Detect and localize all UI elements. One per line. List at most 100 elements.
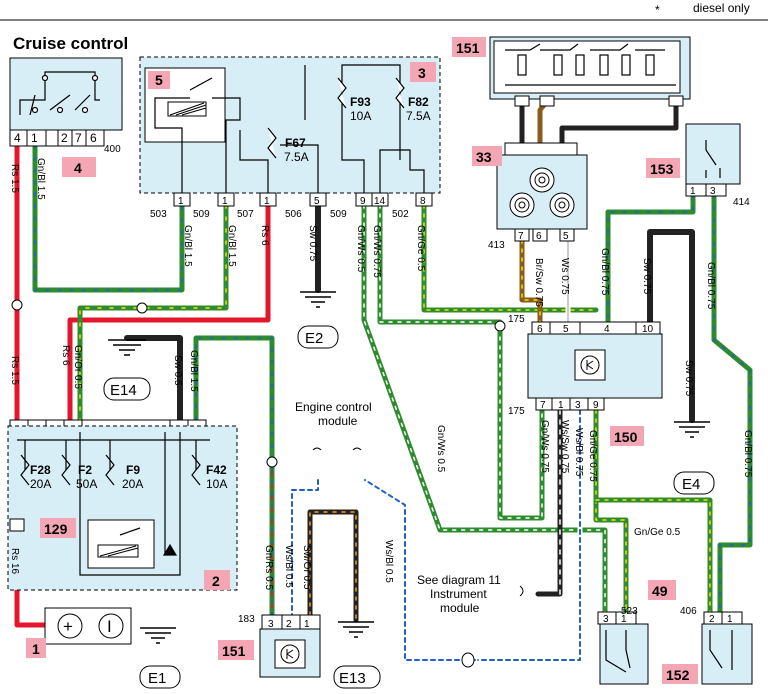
wire-ws075: Ws 0.75 (559, 258, 570, 295)
fuse-f82-rating: 7.5A (406, 109, 431, 123)
fuse-f28-id: F28 (30, 463, 51, 477)
c3-pin-1: 1 (178, 196, 184, 207)
c150-top-pin-2: 5 (563, 324, 569, 335)
c1-tag: 1 (32, 641, 40, 657)
legend-symbol: * (655, 3, 660, 17)
wire-sw075a: Sw 0.75 (307, 225, 318, 262)
c49-tag: 49 (652, 583, 668, 599)
c4-pin-2: 1 (31, 131, 38, 145)
c150-bot-pin-4: 9 (593, 400, 599, 411)
c150-bot-pin-1: 7 (540, 400, 546, 411)
c5-tag: 5 (155, 72, 163, 88)
switch-4: 4 1 2 7 6 400 4 (9, 57, 123, 177)
code-502: 502 (392, 209, 409, 220)
control-module-150: 6 5 4 10 175 7 1 3 9 175 150 (508, 314, 663, 446)
junctions (11, 299, 506, 468)
wire-gnbl15a: Gn/Bl 1.5 (35, 158, 46, 200)
c33-code: 413 (488, 240, 505, 251)
c4-pin-1: 4 (14, 131, 21, 145)
c33-pin-1: 7 (518, 231, 524, 242)
wire-rs16: Rs 16 (9, 548, 20, 575)
fuse-relay-unit-3: 5 3 F93 10A F82 7.5A F67 7.5A (139, 56, 441, 220)
wire-gnge075: Gn/Ge 0.75 (587, 430, 598, 482)
wire-gnor05: Gn/Or 0.5 (72, 345, 83, 389)
wire-gnws05b: Gn/Ws 0.5 (435, 425, 446, 473)
wire-gnws075b: Gn/Ws 0.75 (539, 420, 550, 473)
wire-gnws05a: Gn/Ws 0.5 (355, 225, 366, 273)
c152-pin-2: 1 (727, 614, 733, 625)
fuse-f93-rating: 10A (350, 109, 371, 123)
wire-rs6b: Rs 6 (60, 345, 71, 366)
c150-top-pin-1: 6 (537, 324, 543, 335)
c151a-tag: 151 (456, 40, 480, 56)
c3-tag: 3 (418, 65, 426, 81)
c150-code-bottom: 175 (508, 406, 525, 417)
c4-pin-5: 6 (90, 131, 97, 145)
fuse-f28-rating: 20A (30, 477, 51, 491)
c152-code: 406 (680, 606, 697, 617)
c150-top-pin-4: 10 (642, 324, 654, 335)
code-503: 503 (150, 209, 167, 220)
wire-wsbl05a: Ws/Bl 0.5 (283, 545, 294, 588)
wire-gnge05a: Gn/Ge 0.5 (415, 225, 426, 272)
c33-tag: 33 (476, 149, 492, 165)
wire-sw075c: Sw 0.75 (683, 360, 694, 397)
c3-pin-4: 5 (314, 196, 320, 207)
fuse-f93-id: F93 (350, 95, 371, 109)
c3-pin-5: 9 (360, 196, 366, 207)
c49-pin-2: 1 (621, 614, 627, 625)
c3-pin-7: 8 (420, 196, 426, 207)
ground-symbols (108, 291, 710, 644)
wire-wssw075: Ws/Sw 0.75 (559, 420, 570, 474)
wire-gnbl15d: Gn/Bl 1.5 (188, 350, 199, 392)
wire-swor05: Sw/Or 0.5 (301, 545, 312, 590)
c2-tag: 2 (212, 573, 220, 589)
switch-152: 2 1 406 152 (662, 606, 753, 685)
c153-tag: 153 (650, 161, 674, 177)
code-507: 507 (237, 209, 254, 220)
battery-minus: I (107, 617, 112, 636)
module-151-bottom: 3 2 1 183 151 (218, 614, 321, 678)
wire-gnbl075b: Gn/Bl 0.75 (705, 262, 716, 310)
fuse-f67-id: F67 (285, 136, 306, 150)
c150-bot-pin-2: 1 (558, 400, 564, 411)
c151b-code: 183 (238, 614, 255, 625)
c153-pin-1: 1 (690, 186, 696, 197)
fuse-f42-rating: 10A (206, 477, 227, 491)
ground-e4: E4 (682, 476, 700, 493)
c150-bot-pin-3: 3 (575, 400, 581, 411)
see-label-line2: Instrument (430, 587, 487, 601)
diagram-title: Cruise control (13, 34, 128, 53)
ground-e13: E13 (339, 670, 366, 687)
c3-pin-6: 14 (374, 196, 386, 207)
wire-gnbl075c: Gn/Bl 0.75 (742, 430, 753, 478)
c150-code-top: 175 (508, 314, 525, 325)
code-509a: 509 (193, 209, 210, 220)
c153-code: 414 (733, 197, 750, 208)
c151b-pin-1: 3 (268, 619, 274, 630)
wire-sw075b: Sw 0.75 (641, 258, 652, 295)
c150-top-pin-3: 4 (604, 324, 610, 335)
c153-pin-2: 3 (710, 186, 716, 197)
switch-153: 1 3 414 153 (646, 123, 750, 208)
ground-e1: E1 (148, 670, 166, 687)
fuse-f9-rating: 20A (122, 477, 143, 491)
ground-e2: E2 (305, 330, 323, 347)
fuse-f2-id: F2 (78, 463, 92, 477)
c151b-pin-2: 2 (286, 619, 292, 630)
fuse-box-129: F28 20A F2 50A F9 20A F42 10A 129 2 (7, 419, 238, 591)
c49-pin-1: 3 (603, 614, 609, 625)
c3-pin-3: 1 (264, 196, 270, 207)
battery-1: + I 1 (26, 607, 132, 658)
wire-gnbl15c: Gn/Bl 1.5 (226, 225, 237, 267)
c151b-pin-3: 1 (304, 619, 310, 630)
battery-plus: + (63, 617, 73, 636)
c33-pin-3: 5 (563, 231, 569, 242)
solenoid-block-33: 7 6 5 413 33 (472, 142, 588, 251)
c4-code: 400 (104, 144, 121, 155)
wire-rs15b: Rs 1.5 (9, 356, 20, 385)
code-506: 506 (285, 209, 302, 220)
c4-tag: 4 (74, 160, 82, 176)
fuse-f82-id: F82 (408, 95, 429, 109)
